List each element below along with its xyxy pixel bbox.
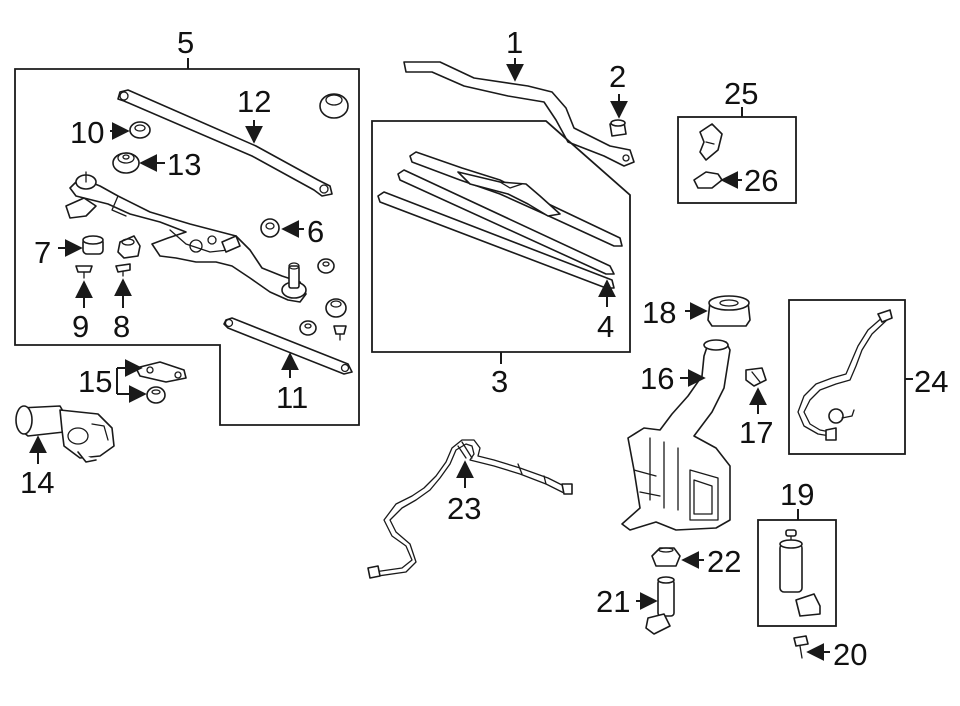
callout-19: 19 bbox=[780, 477, 814, 512]
callout-5: 5 bbox=[177, 25, 194, 60]
bracket-15 bbox=[135, 361, 187, 404]
assembly-25-outline bbox=[677, 116, 797, 204]
assembly-3-outline bbox=[371, 120, 631, 353]
bolt-8 bbox=[115, 263, 131, 277]
callout-23: 23 bbox=[447, 491, 481, 526]
bushing-7 bbox=[82, 235, 104, 255]
nozzle-25 bbox=[699, 123, 723, 161]
callout-18: 18 bbox=[642, 295, 676, 330]
nut-cap-2 bbox=[609, 119, 627, 137]
callout-4: 4 bbox=[597, 309, 614, 344]
callout-15: 15 bbox=[78, 364, 112, 399]
bolt-9 bbox=[75, 265, 93, 279]
small-grommets bbox=[299, 258, 347, 341]
callout-16: 16 bbox=[640, 361, 674, 396]
wiper-linkage-frame bbox=[65, 171, 307, 303]
wiper-motor-14 bbox=[15, 405, 115, 463]
callout-21: 21 bbox=[596, 584, 630, 619]
damper-8 bbox=[117, 235, 141, 259]
callout-8: 8 bbox=[113, 309, 130, 344]
grommet-6 bbox=[260, 218, 280, 238]
wiper-blade-3 bbox=[377, 151, 623, 289]
callout-20: 20 bbox=[833, 637, 867, 672]
callout-12: 12 bbox=[237, 84, 271, 119]
callout-24: 24 bbox=[914, 364, 948, 399]
linkage-rod-12 bbox=[117, 89, 333, 197]
callout-2: 2 bbox=[609, 59, 626, 94]
callout-6: 6 bbox=[307, 214, 324, 249]
washer-pump-19 bbox=[779, 529, 821, 617]
grommet-13 bbox=[112, 152, 140, 174]
wiper-arm-1 bbox=[403, 61, 635, 167]
bolt-17 bbox=[745, 367, 767, 387]
callout-17: 17 bbox=[739, 415, 773, 450]
assembly-5-outline bbox=[14, 68, 360, 426]
washer-reservoir-16 bbox=[621, 339, 731, 531]
callout-10: 10 bbox=[70, 115, 104, 150]
callout-13: 13 bbox=[167, 147, 201, 182]
callout-22: 22 bbox=[707, 544, 741, 579]
grommet-22 bbox=[651, 547, 681, 567]
assembly-24-outline bbox=[788, 299, 906, 455]
washer-hose-24 bbox=[797, 309, 893, 441]
linkage-rod-11 bbox=[223, 317, 353, 375]
callout-9: 9 bbox=[72, 309, 89, 344]
callout-7: 7 bbox=[34, 235, 51, 270]
callout-25: 25 bbox=[724, 76, 758, 111]
screw-20 bbox=[793, 635, 809, 659]
callout-14: 14 bbox=[20, 465, 54, 500]
callout-3: 3 bbox=[491, 364, 508, 399]
bushing-10 bbox=[129, 121, 151, 139]
gasket-26 bbox=[693, 171, 723, 189]
washer-hose-23 bbox=[367, 439, 573, 579]
callout-1: 1 bbox=[506, 25, 523, 60]
filler-cap-18 bbox=[707, 295, 751, 327]
callout-11: 11 bbox=[276, 380, 308, 415]
callout-26: 26 bbox=[744, 163, 778, 198]
level-sensor-21 bbox=[645, 576, 675, 635]
grommet-upper bbox=[319, 93, 349, 119]
